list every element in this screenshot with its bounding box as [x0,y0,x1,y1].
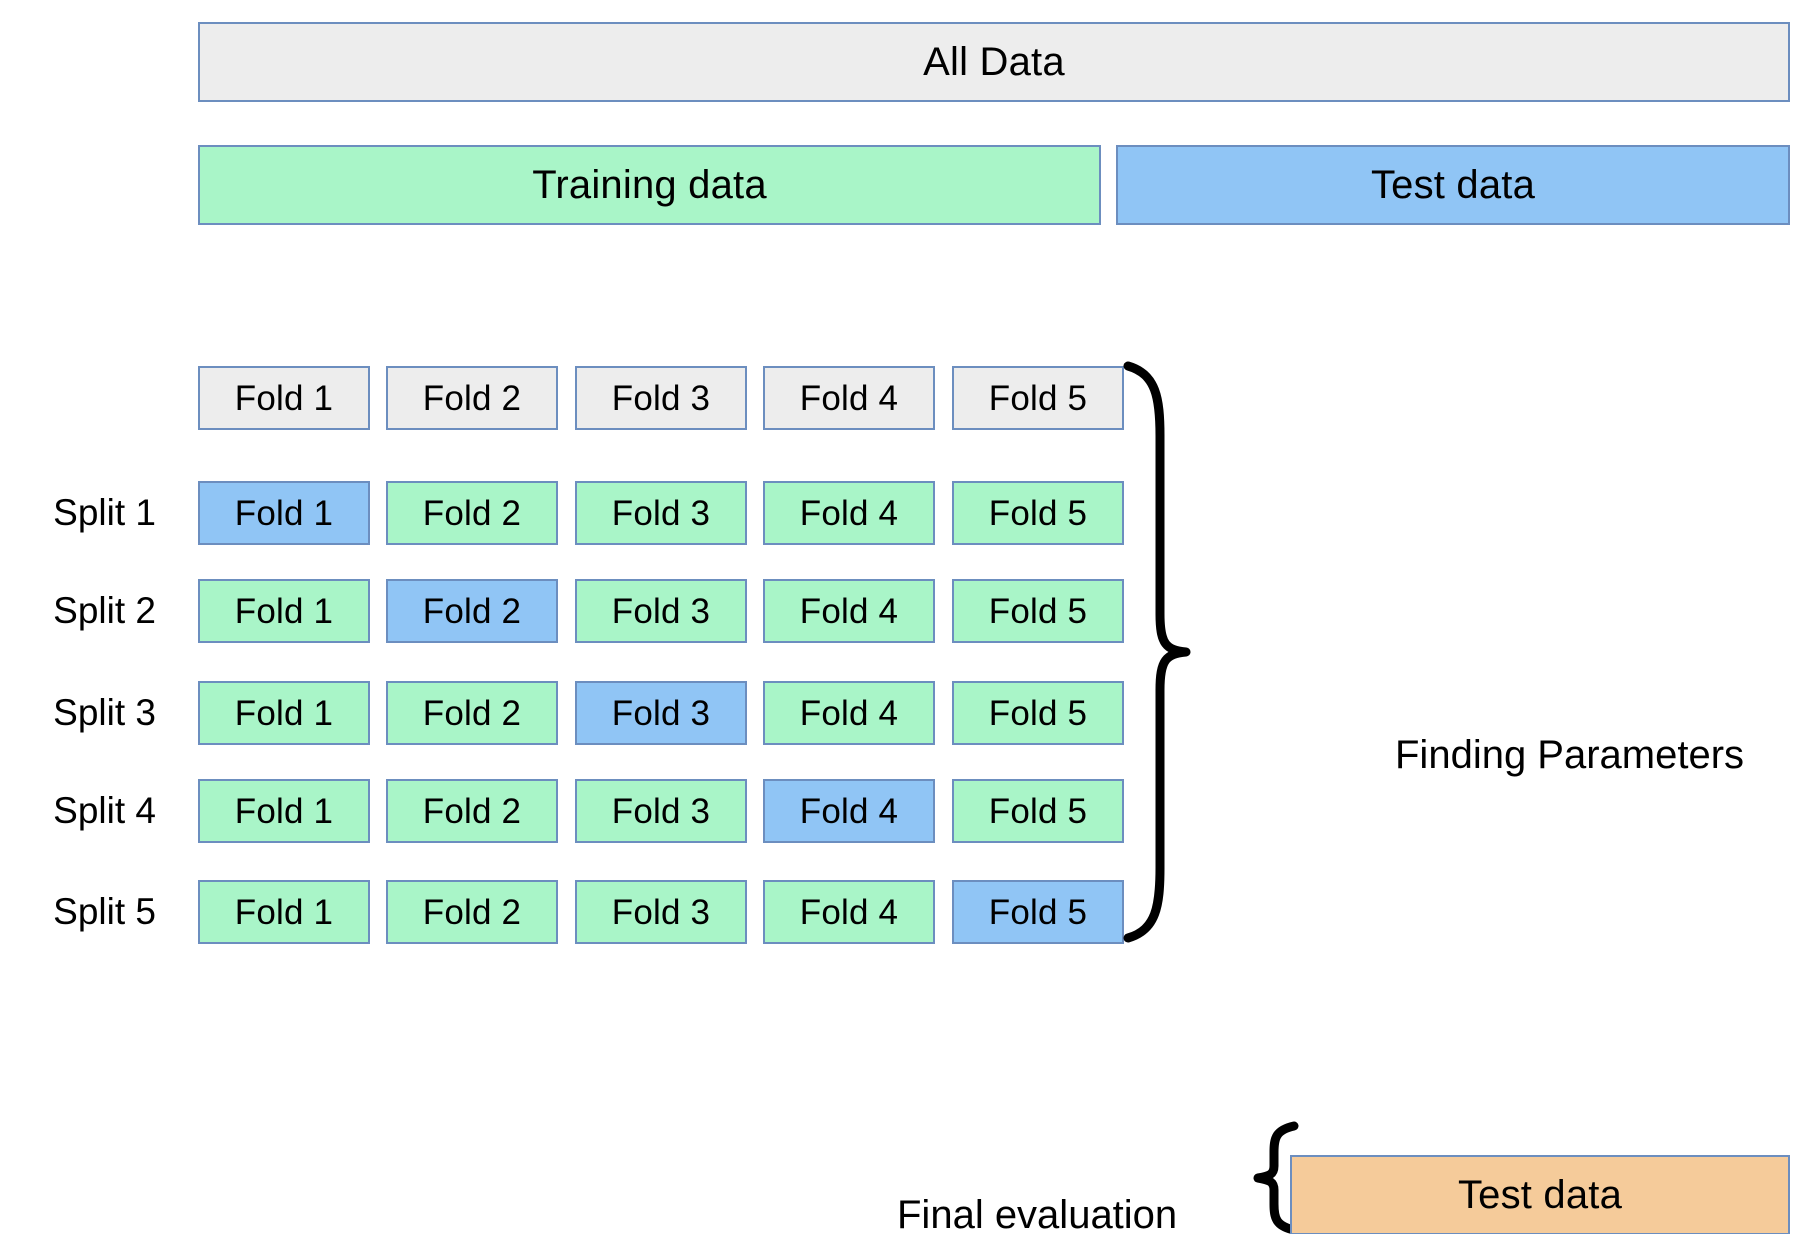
final-test-data-box: Test data [1290,1155,1790,1234]
fold-cell-label: Fold 1 [234,693,334,733]
fold-cell-label: Fold 5 [988,791,1088,831]
fold-cell-label: Fold 3 [611,693,711,733]
split-2-fold-1: Fold 1 [198,579,370,643]
fold-cell-label: Fold 4 [799,591,899,631]
split-3-fold-4: Fold 4 [763,681,935,745]
split-4-fold-5: Fold 5 [952,779,1124,843]
fold-cell-label: Fold 1 [234,493,334,533]
split-5-fold-5: Fold 5 [952,880,1124,944]
fold-cell-label: Fold 4 [799,493,899,533]
fold-header-cell-2: Fold 2 [386,366,558,430]
split-3-fold-3: Fold 3 [575,681,747,745]
fold-cell-label: Fold 5 [988,493,1088,533]
split-5-fold-1: Fold 1 [198,880,370,944]
fold-header-cell-4: Fold 4 [763,366,935,430]
split-row-label-1: Split 1 [0,494,156,531]
split-row-label-4: Split 4 [0,792,156,829]
fold-cell-label: Fold 2 [422,493,522,533]
split-row-label-2: Split 2 [0,592,156,629]
split-label-text: Split 3 [53,692,156,733]
fold-header-cell-1: Fold 1 [198,366,370,430]
fold-header-label: Fold 4 [799,378,899,418]
split-5-fold-3: Fold 3 [575,880,747,944]
split-4-fold-4: Fold 4 [763,779,935,843]
fold-cell-label: Fold 4 [799,693,899,733]
split-1-fold-2: Fold 2 [386,481,558,545]
split-2-fold-4: Fold 4 [763,579,935,643]
split-2-fold-5: Fold 5 [952,579,1124,643]
split-1-fold-3: Fold 3 [575,481,747,545]
split-3-fold-2: Fold 2 [386,681,558,745]
all-data-box: All Data [198,22,1790,102]
fold-header-label: Fold 5 [988,378,1088,418]
fold-cell-label: Fold 1 [234,791,334,831]
final-test-data-label: Test data [1457,1173,1623,1217]
split-4-fold-3: Fold 3 [575,779,747,843]
split-1-fold-1: Fold 1 [198,481,370,545]
fold-cell-label: Fold 3 [611,493,711,533]
split-row-label-5: Split 5 [0,893,156,930]
fold-cell-label: Fold 1 [234,591,334,631]
split-3-fold-1: Fold 1 [198,681,370,745]
split-2-fold-2: Fold 2 [386,579,558,643]
split-5-fold-4: Fold 4 [763,880,935,944]
fold-cell-label: Fold 2 [422,791,522,831]
all-data-label: All Data [923,40,1065,84]
final-evaluation-label: Final evaluation [897,1193,1178,1234]
fold-cell-label: Fold 2 [422,591,522,631]
finding-parameters-brace [1122,361,1202,943]
split-label-text: Split 4 [53,790,156,831]
fold-cell-label: Fold 5 [988,693,1088,733]
split-4-fold-1: Fold 1 [198,779,370,843]
fold-cell-label: Fold 3 [611,591,711,631]
fold-cell-label: Fold 1 [234,892,334,932]
split-5-fold-2: Fold 2 [386,880,558,944]
split-2-fold-3: Fold 3 [575,579,747,643]
fold-cell-label: Fold 4 [799,892,899,932]
fold-cell-label: Fold 5 [988,892,1088,932]
test-data-label: Test data [1370,163,1536,207]
fold-cell-label: Fold 2 [422,892,522,932]
split-row-label-3: Split 3 [0,694,156,731]
training-data-label: Training data [532,163,767,207]
fold-cell-label: Fold 2 [422,693,522,733]
finding-parameters-label: Finding Parameters [1395,733,1745,777]
fold-cell-label: Fold 3 [611,791,711,831]
split-label-text: Split 5 [53,891,156,932]
split-4-fold-2: Fold 2 [386,779,558,843]
fold-header-label: Fold 1 [234,378,334,418]
fold-cell-label: Fold 3 [611,892,711,932]
split-label-text: Split 1 [53,492,156,533]
split-1-fold-5: Fold 5 [952,481,1124,545]
fold-cell-label: Fold 4 [799,791,899,831]
training-data-box: Training data [198,145,1101,225]
fold-cell-label: Fold 5 [988,591,1088,631]
split-label-text: Split 2 [53,590,156,631]
split-1-fold-4: Fold 4 [763,481,935,545]
fold-header-label: Fold 2 [422,378,522,418]
split-3-fold-5: Fold 5 [952,681,1124,745]
fold-header-label: Fold 3 [611,378,711,418]
fold-header-cell-5: Fold 5 [952,366,1124,430]
test-data-box: Test data [1116,145,1790,225]
fold-header-cell-3: Fold 3 [575,366,747,430]
